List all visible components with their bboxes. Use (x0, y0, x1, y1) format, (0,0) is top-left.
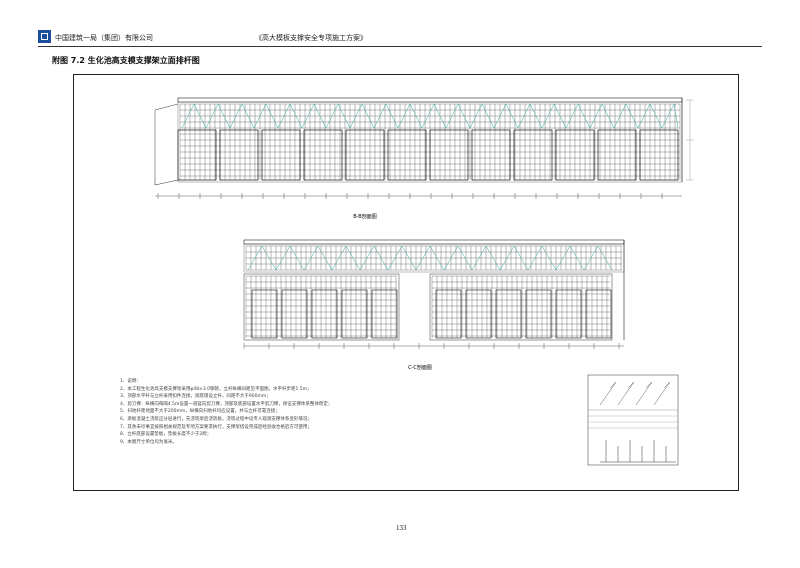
design-notes: 1、说明： 2、本工程生化池高支模支撑架采用φ48×3.0钢管，立杆纵横间距见平… (120, 378, 590, 446)
document-title: 《高大模板支撑安全专项施工方案》 (255, 34, 367, 42)
section-b-label: B-B剖面图 (353, 213, 377, 220)
page-header: 中国建筑一局（集团）有限公司 《高大模板支撑安全专项施工方案》 (38, 30, 762, 46)
node-detail-diagram (587, 374, 679, 466)
note-line: 7、其余未尽事宜按照相关规范及专项方案要求执行，支撑架搭设完成后经验收合格后方可… (120, 424, 312, 430)
section-c-label: C-C剖面图 (408, 364, 432, 371)
drawing-frame (73, 74, 739, 491)
note-line: 9、本图尺寸单位均为毫米。 (120, 439, 177, 445)
section-b-b-elevation (154, 97, 694, 199)
note-line: 3、顶部水平杆与立杆采用扣件连接，梁底增设立杆，间距不大于900mm； (120, 394, 271, 400)
note-line: 4、剪刀撑：纵横向每隔4.5m设置一道竖向剪刀撑，顶部及底部设置水平剪刀撑，保证… (120, 401, 333, 407)
note-line: 1、说明： (120, 379, 141, 384)
note-line: 5、扫地杆距地面不大于200mm，纵横向扫地杆均应设置，并与立杆可靠连接； (120, 409, 280, 415)
note-line: 2、本工程生化池高支模支撑架采用φ48×3.0钢管，立杆纵横间距见平面图，水平杆… (120, 386, 312, 392)
note-line: 8、立杆底部设置垫板，垫板长度不少于2跨； (120, 432, 212, 438)
note-line: 6、梁板混凝土浇筑应分层进行，先浇筑梁后浇筑板，浇筑过程中设专人观测支撑体系变形… (120, 416, 312, 422)
figure-title: 附图 7.2 生化池高支模支撑架立面排杆图 (52, 56, 200, 65)
section-c-c-elevation (243, 239, 625, 349)
company-logo-icon (38, 30, 51, 43)
header-rule (38, 46, 762, 47)
company-name: 中国建筑一局（集团）有限公司 (55, 34, 153, 42)
page-number: 133 (396, 524, 407, 532)
